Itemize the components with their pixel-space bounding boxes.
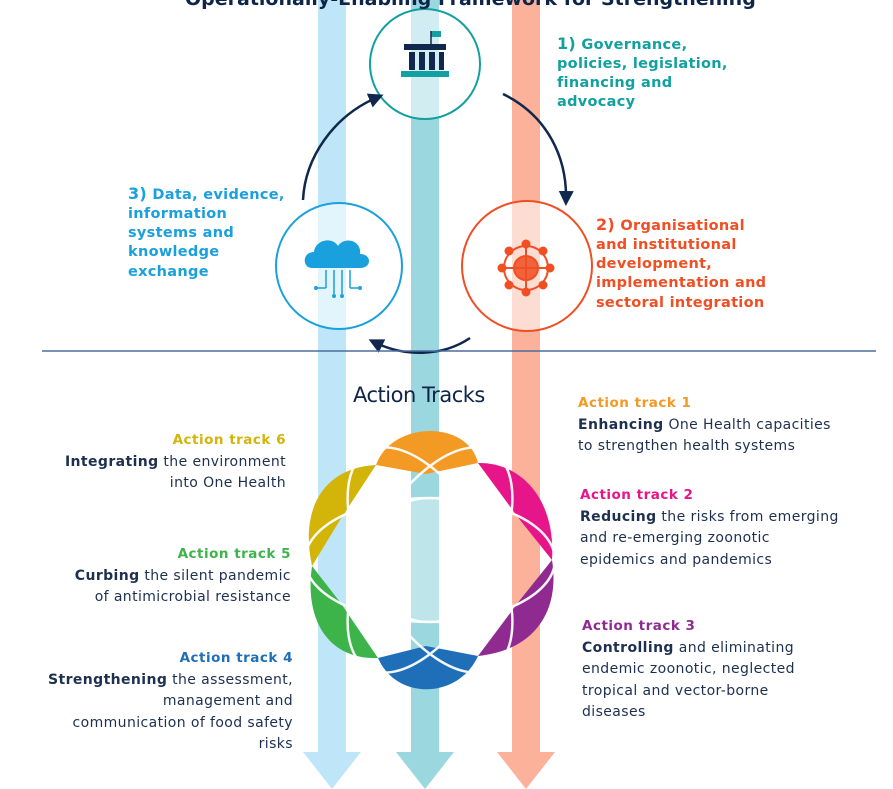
- action-track-1-petal: [376, 430, 478, 474]
- pillar-2-line-5: sectoral integration: [596, 294, 765, 311]
- pillar-3-number: 3): [128, 184, 148, 203]
- action-tracks-flower: [303, 430, 557, 690]
- action-track-4: Action track 4 Strengthening the assessm…: [48, 650, 293, 754]
- action-track-3-line-1: and eliminating: [673, 639, 795, 656]
- vertical-arrow-middle: [396, 0, 454, 789]
- action-track-2-line-1: the risks from emerging: [656, 508, 839, 525]
- action-track-1-keyword: Enhancing: [578, 416, 664, 433]
- action-track-1: Action track 1 Enhancing One Health capa…: [578, 395, 831, 456]
- cloud-data-icon: [304, 240, 369, 298]
- pillar-1-line-4: advocacy: [557, 94, 636, 111]
- pillar-1-number: 1): [557, 34, 577, 53]
- action-track-5: Action track 5 Curbing the silent pandem…: [75, 546, 291, 607]
- action-track-4-keyword: Strengthening: [48, 671, 168, 688]
- pillar-2-line-3: development,: [596, 256, 713, 273]
- network-globe-icon: [497, 239, 555, 297]
- framework-heading-partial: Operationally-Enabling Framework for Str…: [185, 0, 756, 12]
- pillar-2-number: 2): [596, 215, 616, 234]
- action-track-1-title: Action track 1: [578, 395, 692, 411]
- pillar-3-line-2: information: [128, 206, 228, 223]
- action-track-5-keyword: Curbing: [74, 567, 140, 584]
- pillar-2-line-2: and institutional: [596, 237, 737, 254]
- pillar-2-line-4: implementation and: [596, 275, 767, 292]
- vertical-arrow-right: [497, 0, 555, 789]
- pillar-1-line-3: financing and: [557, 75, 673, 92]
- action-track-5-line-1: the silent pandemic: [139, 567, 291, 584]
- action-track-5-line-2: of antimicrobial resistance: [94, 589, 291, 606]
- action-track-2-line-2: and re-emerging zoonotic: [580, 530, 770, 547]
- action-track-4-line-2: management and: [162, 693, 293, 710]
- cycle-arrow-1-to-2: [502, 92, 574, 206]
- pillar-3-line-4: knowledge: [128, 244, 220, 261]
- action-track-3-petal: [478, 560, 554, 656]
- pillar-3-label: 3) Data, evidence, information systems a…: [128, 183, 285, 282]
- pillar-2-line-1: Organisational: [620, 218, 745, 234]
- cycle-arrow-3-to-1: [301, 93, 384, 201]
- action-track-4-line-1: the assessment,: [167, 671, 293, 688]
- action-track-2-title: Action track 2: [580, 487, 694, 503]
- cycle-arrow-2-to-3: [368, 336, 471, 355]
- action-track-2-petal: [478, 462, 553, 560]
- action-track-6: Action track 6 Integrating the environme…: [65, 432, 286, 493]
- action-track-4-line-4: risks: [258, 736, 293, 753]
- government-building-icon: [401, 31, 449, 77]
- action-track-6-line-1: the environment: [158, 453, 286, 470]
- pillar-1-line-1: Governance,: [581, 37, 688, 53]
- action-track-5-title: Action track 5: [177, 546, 291, 562]
- action-track-3: Action track 3 Controlling and eliminati…: [582, 618, 795, 722]
- action-track-4-petal: [378, 646, 478, 690]
- action-track-1-line-1: One Health capacities: [663, 416, 831, 433]
- framework-heading-text: Operationally-Enabling Framework for Str…: [185, 0, 756, 10]
- pillar-1-line-2: policies, legislation,: [557, 56, 728, 73]
- action-track-2-keyword: Reducing: [580, 508, 657, 525]
- pillar-3-line-1: Data, evidence,: [152, 187, 285, 203]
- action-track-6-line-2: into One Health: [169, 475, 286, 492]
- action-track-3-line-3: tropical and vector-borne: [582, 682, 769, 699]
- action-track-1-line-2: to strengthen health systems: [578, 438, 796, 455]
- action-tracks-heading: Action Tracks: [353, 383, 485, 407]
- action-track-5-petal: [310, 566, 378, 659]
- pillar-1-label: 1) Governance, policies, legislation, fi…: [557, 33, 728, 113]
- action-track-6-keyword: Integrating: [64, 453, 159, 470]
- action-track-3-line-4: diseases: [582, 704, 646, 721]
- action-track-3-keyword: Controlling: [582, 639, 674, 656]
- action-track-4-title: Action track 4: [179, 650, 293, 666]
- pillar-3-line-3: systems and: [128, 225, 235, 242]
- pillar-2-label: 2) Organisational and institutional deve…: [596, 214, 766, 313]
- action-track-2-line-3: epidemics and pandemics: [580, 551, 773, 568]
- pillar-3-line-5: exchange: [128, 263, 209, 280]
- action-track-4-line-3: communication of food safety: [72, 714, 293, 731]
- action-track-3-line-2: endemic zoonotic, neglected: [582, 661, 795, 678]
- action-track-2: Action track 2 Reducing the risks from e…: [580, 487, 839, 569]
- action-track-3-title: Action track 3: [582, 618, 696, 634]
- action-track-6-title: Action track 6: [172, 432, 286, 448]
